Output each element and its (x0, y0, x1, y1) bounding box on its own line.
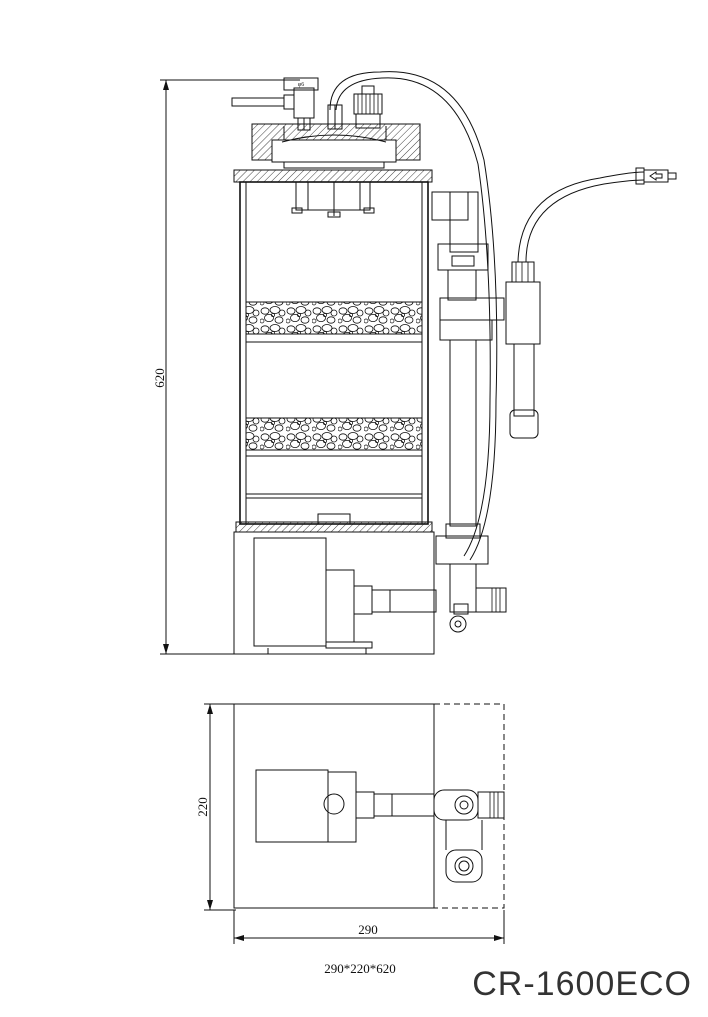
pump-base (233, 531, 437, 655)
riser-pipe (431, 191, 507, 633)
depth-label: 220 (195, 797, 210, 817)
lid-fittings (327, 85, 383, 130)
media-layer-lower (245, 417, 423, 451)
pump-top-outline (255, 769, 329, 843)
model-name: CR-1600ECO (472, 965, 692, 1003)
front-view: 620 φ6 (152, 71, 677, 655)
top-view: 220 290 290*220*620 (195, 703, 505, 976)
fitting-label: φ6 (298, 82, 304, 88)
top-flange (233, 169, 433, 183)
media-layer-upper (245, 301, 423, 335)
reactor-body (239, 181, 429, 525)
height-dimension: 620 (152, 79, 300, 655)
tubing (329, 71, 677, 561)
ph-probe (505, 261, 541, 439)
depth-dimension: 220 (195, 703, 236, 911)
width-label: 290 (358, 922, 378, 937)
height-label: 620 (152, 368, 167, 388)
pump-motor (253, 537, 327, 647)
width-dimension: 290 (233, 910, 505, 944)
top-inlet-fitting: φ6 (231, 77, 319, 131)
overall-size-label: 290*220*620 (324, 961, 396, 976)
reactor-lid (251, 123, 421, 169)
